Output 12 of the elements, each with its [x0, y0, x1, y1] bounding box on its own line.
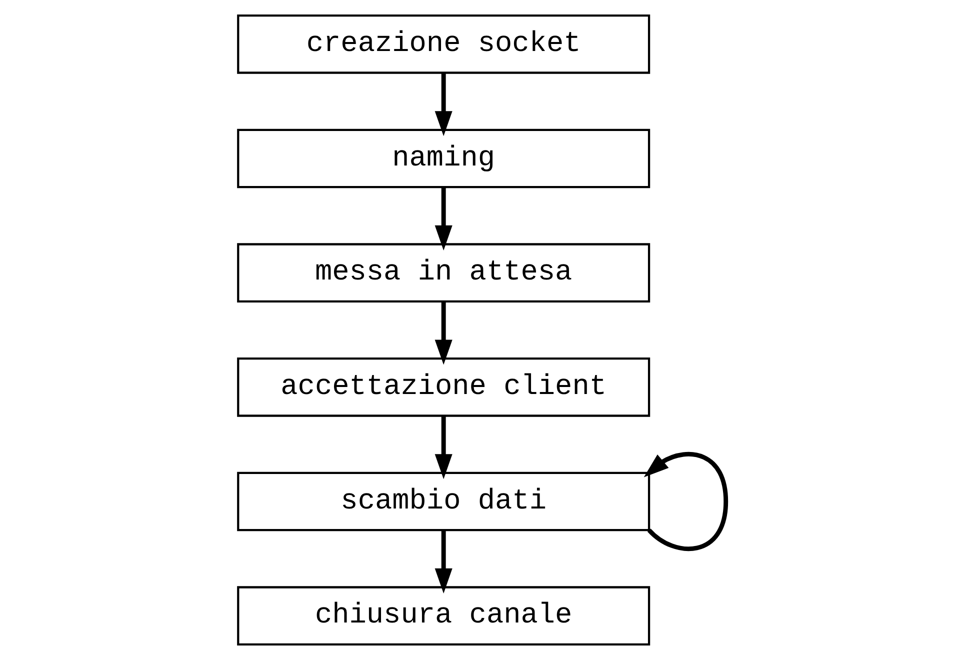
node-box: scambio dati [237, 472, 650, 532]
arrow [434, 530, 452, 594]
arrow [434, 301, 452, 365]
node-box: accettazione client [237, 358, 650, 417]
node-box: naming [237, 128, 650, 188]
arrow [434, 187, 452, 250]
node-box: creazione socket [237, 14, 650, 74]
arrow [434, 72, 452, 136]
arrow [434, 416, 452, 480]
node-box: chiusura canale [237, 586, 650, 646]
arrow [644, 452, 728, 551]
node-box: messa in attesa [237, 243, 650, 302]
